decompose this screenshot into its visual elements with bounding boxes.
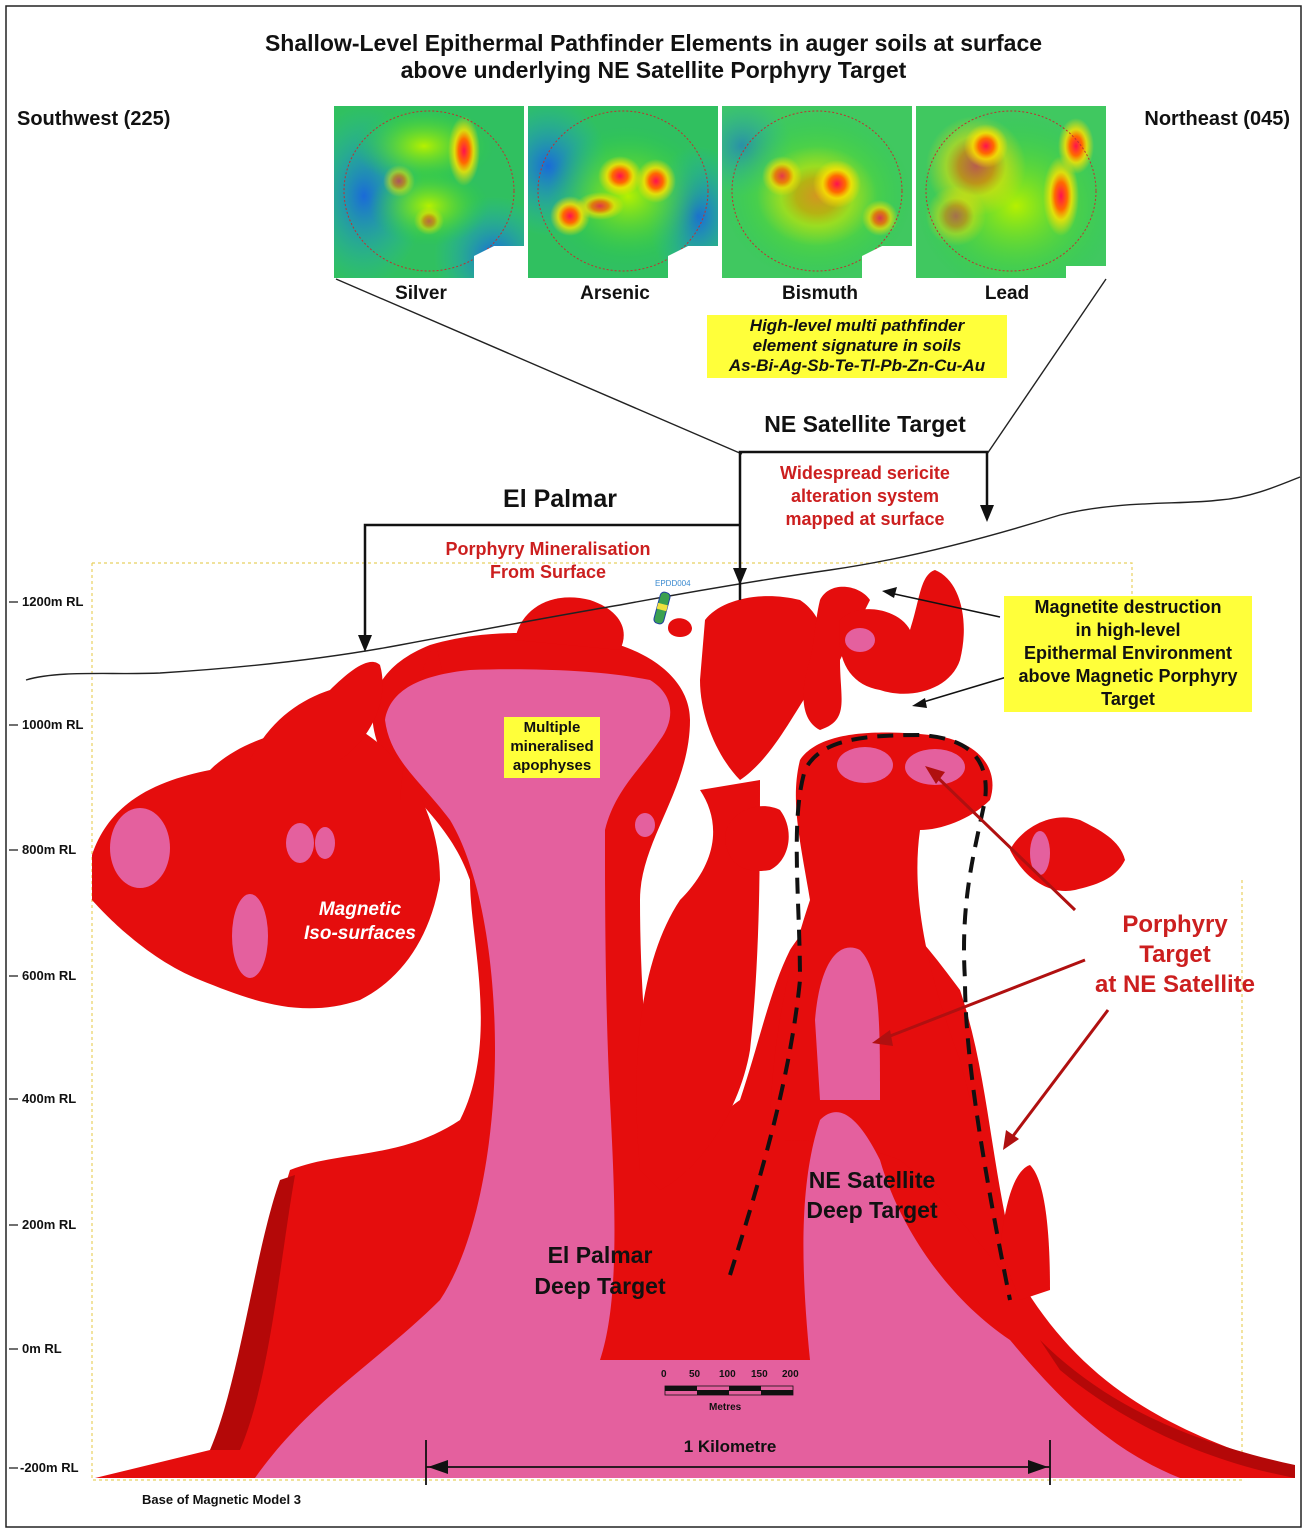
scale-tick-100: 100 <box>719 1369 736 1380</box>
magnetic-iso-surfaces-label: Magnetic Iso-surfaces <box>280 898 440 946</box>
scale-unit-label: Metres <box>709 1402 741 1413</box>
apophyses-box: Multiple mineralised apophyses <box>504 717 600 778</box>
ne-deep-line-1: NE Satellite <box>772 1165 972 1195</box>
sw-core-pod-2 <box>286 823 314 863</box>
rl-ticks <box>9 602 18 1468</box>
rl-label-200: 200m RL <box>22 1217 76 1232</box>
apophyses-line-1: Multiple <box>504 718 600 737</box>
lead-map-label: Lead <box>912 283 1102 305</box>
kilometre-label: 1 Kilometre <box>630 1437 830 1457</box>
figure-title-line-1: Shallow-Level Epithermal Pathfinder Elem… <box>0 30 1307 57</box>
lead-soil-map <box>916 106 1116 296</box>
porphyry-mineralisation-note: Porphyry Mineralisation From Surface <box>418 538 678 584</box>
el-palmar-deep-target-label: El Palmar Deep Target <box>500 1240 700 1302</box>
apophyses-line-2: mineralised <box>504 737 600 756</box>
porphyry-min-line-1: Porphyry Mineralisation <box>418 538 678 561</box>
el-palmar-left-arrowhead <box>358 635 372 652</box>
base-of-model-label: Base of Magnetic Model 3 <box>142 1492 301 1507</box>
iso-line-1: Magnetic <box>280 898 440 922</box>
rl-label-minus-200: -200m RL <box>20 1460 79 1475</box>
figure-title-line-2: above underlying NE Satellite Porphyry T… <box>0 57 1307 84</box>
ne-deep-line-2: Deep Target <box>772 1195 972 1225</box>
porphyry-min-line-2: From Surface <box>418 561 678 584</box>
arsenic-soil-map <box>488 96 748 286</box>
scale-tick-0: 0 <box>661 1369 667 1380</box>
magnetite-line-3: Epithermal Environment <box>1004 642 1252 665</box>
magnetite-arrowhead-1 <box>882 587 897 598</box>
sericite-line-2: alteration system <box>745 485 985 508</box>
arsenic-map-label: Arsenic <box>520 283 710 305</box>
sericite-alteration-note: Widespread sericite alteration system ma… <box>745 462 985 531</box>
scale-tick-200: 200 <box>782 1369 799 1380</box>
pathfinder-line-2: element signature in soils <box>707 336 1007 356</box>
pathfinder-signature-box: High-level multi pathfinder element sign… <box>707 315 1007 378</box>
sw-core-pod-1 <box>110 808 170 888</box>
rl-label-1200: 1200m RL <box>22 594 83 609</box>
ne-satellite-deep-target-label: NE Satellite Deep Target <box>772 1165 972 1225</box>
magnetite-line-1: Magnetite destruction <box>1004 596 1252 619</box>
magnetite-line-4: above Magnetic Porphyry <box>1004 665 1252 688</box>
sericite-line-1: Widespread sericite <box>745 462 985 485</box>
southwest-direction-label: Southwest (225) <box>17 108 170 131</box>
apophyses-line-3: apophyses <box>504 756 600 775</box>
northeast-direction-label: Northeast (045) <box>1144 108 1290 131</box>
drillhole-label: EPDD004 <box>655 579 691 588</box>
porphyry-target-line-3: at NE Satellite <box>1060 970 1290 1000</box>
el-palmar-label: El Palmar <box>460 485 660 514</box>
bismuth-map-label: Bismuth <box>725 283 915 305</box>
east-pod-iso <box>1010 817 1125 891</box>
iso-line-2: Iso-surfaces <box>280 922 440 946</box>
porphyry-target-line-2: Target <box>1060 940 1290 970</box>
silver-map-label: Silver <box>326 283 516 305</box>
ep-deep-line-2: Deep Target <box>500 1271 700 1302</box>
central-core-pod <box>635 813 655 837</box>
magnetite-destruction-box: Magnetite destruction in high-level Epit… <box>1004 596 1252 712</box>
sw-core-pod-3 <box>315 827 335 859</box>
magnetite-line-2: in high-level <box>1004 619 1252 642</box>
drillhole-epdd004 <box>653 591 671 624</box>
scale-tick-50: 50 <box>689 1369 700 1380</box>
sericite-line-3: mapped at surface <box>745 508 985 531</box>
porphyry-target-ne-label: Porphyry Target at NE Satellite <box>1060 910 1290 1000</box>
rl-label-600: 600m RL <box>22 968 76 983</box>
silver-map-leader <box>336 279 742 454</box>
rl-label-0: 0m RL <box>22 1341 62 1356</box>
rl-label-400: 400m RL <box>22 1091 76 1106</box>
ne-satellite-target-label: NE Satellite Target <box>720 411 1010 438</box>
bismuth-soil-map <box>692 96 912 281</box>
magnetite-arrowhead-2 <box>912 698 927 708</box>
magnetite-line-5: Target <box>1004 688 1252 711</box>
satellite-core-pod-1 <box>837 747 893 783</box>
rl-label-1000: 1000m RL <box>22 717 83 732</box>
pathfinder-line-3: As-Bi-Ag-Sb-Te-Tl-Pb-Zn-Cu-Au <box>707 356 1007 376</box>
porphyry-target-line-1: Porphyry <box>1060 910 1290 940</box>
rl-label-800: 800m RL <box>22 842 76 857</box>
pathfinder-line-1: High-level multi pathfinder <box>707 316 1007 336</box>
satellite-upper-pod <box>845 628 875 652</box>
sw-core-pod-4 <box>232 894 268 978</box>
small-bleb-iso <box>668 618 692 637</box>
porphyry-target-arrow-3 <box>1010 1010 1108 1140</box>
ep-deep-line-1: El Palmar <box>500 1240 700 1271</box>
scale-tick-150: 150 <box>751 1369 768 1380</box>
